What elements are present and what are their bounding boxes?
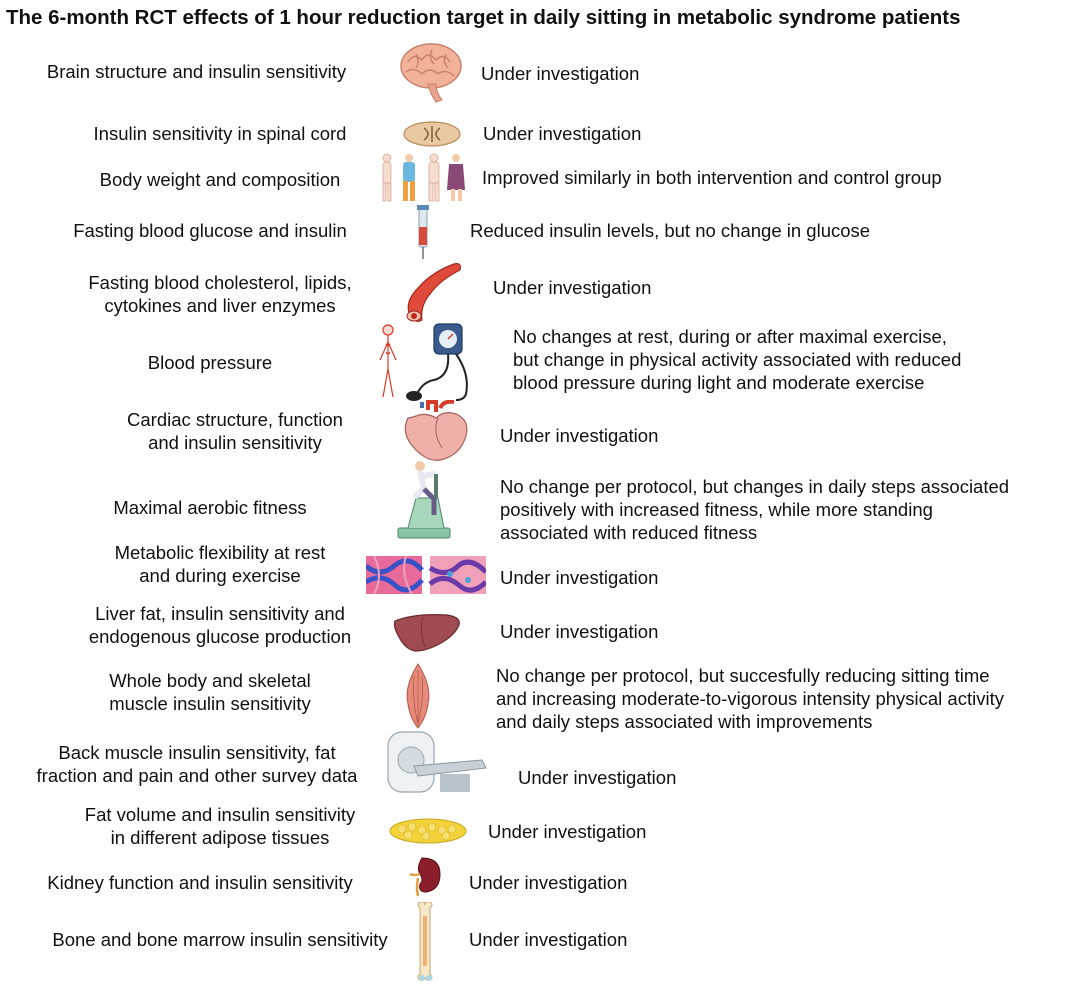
row-result-spinal-cord: Under investigation (483, 123, 642, 144)
blood-pressure-icon (376, 322, 496, 402)
body-figures-icon (378, 152, 468, 204)
row-label-aerobic-fitness: Maximal aerobic fitness (113, 497, 307, 518)
row-result-liver: Under investigation (500, 621, 659, 642)
row-label-body-weight: Body weight and composition (99, 169, 341, 190)
row-result-body-weight: Improved similarly in both intervention … (482, 167, 942, 188)
blood-tube-icon (413, 205, 433, 261)
row-label-blood-pressure: Blood pressure (147, 352, 273, 373)
row-result-cholesterol: Under investigation (493, 277, 652, 298)
row-label-cholesterol: Fasting blood cholesterol, lipids, cytok… (88, 272, 352, 316)
row-label-bone: Bone and bone marrow insulin sensitivity (52, 929, 388, 950)
spinal-cord-icon (402, 120, 462, 148)
row-label-brain: Brain structure and insulin sensitivity (46, 61, 347, 82)
row-result-blood-glucose: Reduced insulin levels, but no change in… (470, 220, 871, 241)
heart-icon (398, 400, 474, 462)
row-label-kidney: Kidney function and insulin sensitivity (47, 872, 353, 893)
brain-icon (398, 40, 464, 104)
row-result-blood-pressure: No changes at rest, during or after maxi… (513, 326, 962, 393)
row-result-skeletal-muscle: No change per protocol, but succesfully … (496, 665, 1004, 732)
row-label-blood-glucose: Fasting blood glucose and insulin (73, 220, 347, 241)
pet-scanner-icon (384, 730, 490, 800)
row-label-metabolic-flexibility: Metabolic flexibility at rest and during… (114, 542, 326, 586)
row-result-aerobic-fitness: No change per protocol, but changes in d… (500, 476, 1010, 543)
liver-icon (393, 613, 461, 653)
row-label-skeletal-muscle: Whole body and skeletal muscle insulin s… (109, 670, 311, 714)
row-label-adipose: Fat volume and insulin sensitivity in di… (84, 804, 356, 848)
row-result-adipose: Under investigation (488, 821, 647, 842)
figure-title: The 6-month RCT effects of 1 hour reduct… (6, 6, 961, 29)
row-label-back-muscle: Back muscle insulin sensitivity, fat fra… (36, 742, 358, 786)
row-result-metabolic-flexibility: Under investigation (500, 567, 659, 588)
row-label-cardiac: Cardiac structure, function and insulin … (127, 409, 343, 453)
blood-vessel-icon (402, 260, 462, 324)
row-result-bone: Under investigation (469, 929, 628, 950)
kidney-icon (408, 856, 442, 898)
row-result-back-muscle: Under investigation (518, 767, 677, 788)
row-result-kidney: Under investigation (469, 872, 628, 893)
exercise-bike-icon (392, 460, 464, 542)
row-label-spinal-cord: Insulin sensitivity in spinal cord (93, 123, 347, 144)
row-result-brain: Under investigation (481, 63, 640, 84)
row-label-liver: Liver fat, insulin sensitivity and endog… (88, 603, 352, 647)
bone-icon (414, 902, 436, 982)
muscle-icon (404, 662, 432, 730)
muscle-tissue-icon (366, 556, 486, 594)
adipose-tissue-icon (388, 817, 468, 845)
row-result-cardiac: Under investigation (500, 425, 659, 446)
